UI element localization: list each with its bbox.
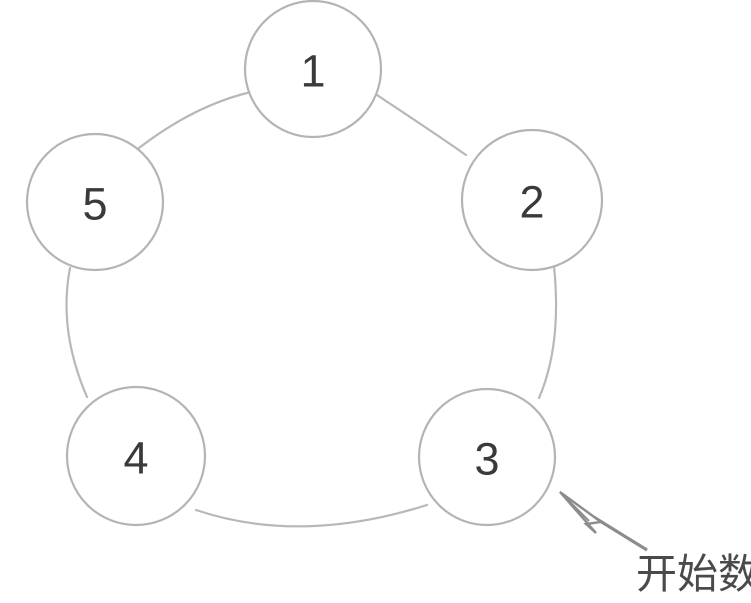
node-4-circle[interactable] (65, 385, 207, 527)
node-5[interactable]: 5 (25, 132, 165, 272)
node-1[interactable]: 1 (243, 0, 383, 139)
edge-4-to-5 (65, 266, 89, 399)
node-1-circle[interactable] (243, 0, 383, 139)
node-2-circle[interactable] (460, 128, 604, 272)
node-4[interactable]: 4 (65, 385, 207, 527)
node-1-label: 1 (300, 46, 325, 97)
node-3-label: 3 (474, 434, 499, 485)
edge-group (65, 90, 558, 528)
edge-3-to-4 (194, 503, 429, 528)
start-pointer-arrow-icon (559, 491, 648, 552)
node-3-circle[interactable] (417, 387, 557, 527)
pointer-arrowhead-crease (559, 491, 590, 522)
node-4-label: 4 (123, 433, 148, 484)
node-3[interactable]: 3 (417, 387, 557, 527)
edge-5-to-1 (137, 90, 253, 150)
node-2[interactable]: 2 (460, 128, 604, 272)
start-annotation-label: 开始数 (636, 550, 751, 598)
node-5-label: 5 (82, 179, 107, 230)
node-5-circle[interactable] (25, 132, 165, 272)
edge-2-to-3 (537, 264, 558, 400)
node-2-label: 2 (519, 177, 544, 228)
edge-1-to-2 (375, 93, 468, 157)
